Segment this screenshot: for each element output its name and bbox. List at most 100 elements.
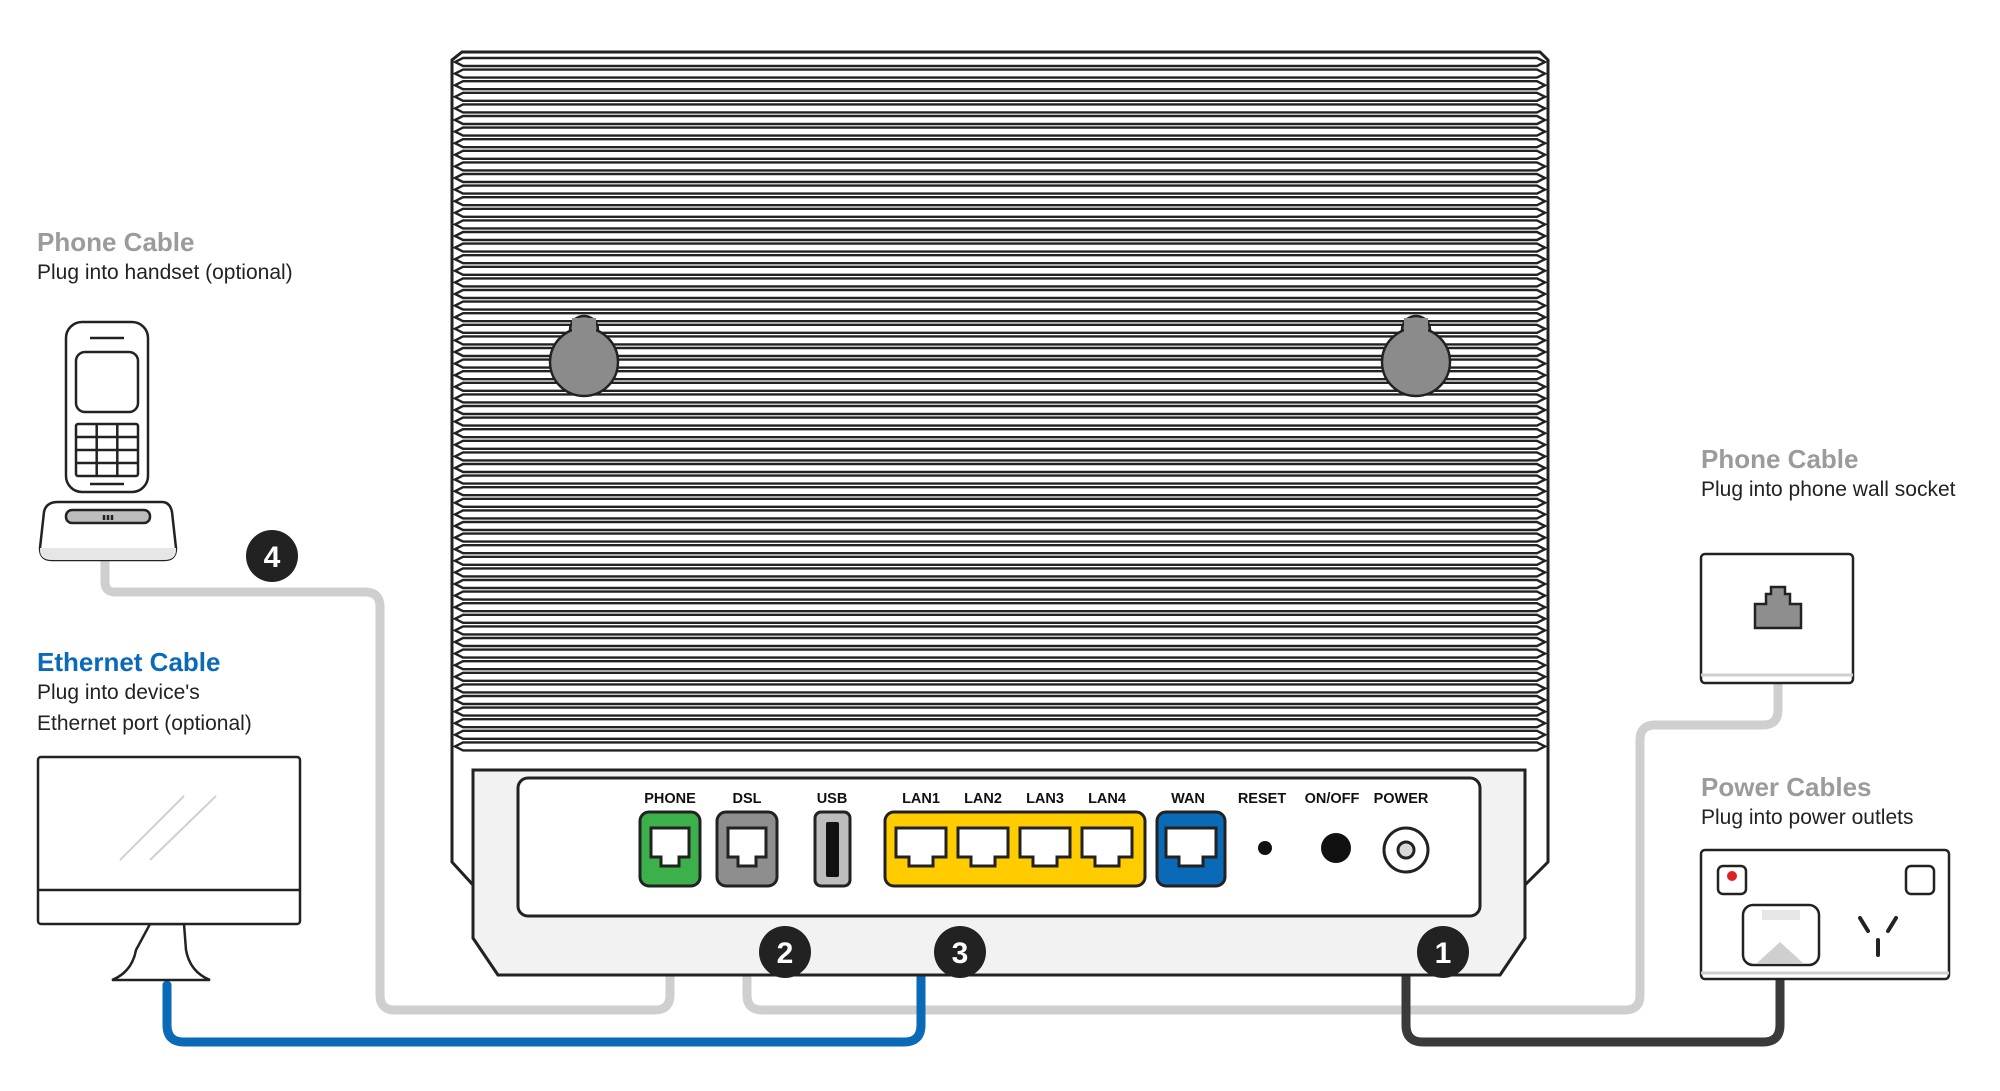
power-label: Power Cables Plug into power outlets — [1701, 772, 1913, 833]
phone-port — [638, 810, 702, 888]
router-fin — [452, 567, 1548, 578]
router-fin — [452, 300, 1548, 311]
router-fin — [452, 648, 1548, 659]
router-fin — [452, 462, 1548, 474]
step-badge-1: 1 — [1417, 926, 1469, 978]
router-fin — [452, 393, 1548, 404]
router-fin — [452, 265, 1548, 276]
router-fin — [452, 694, 1548, 706]
wall-mount-hole-left — [548, 314, 620, 398]
router-fin — [452, 370, 1548, 381]
ethernet-title: Ethernet Cable — [37, 647, 221, 677]
phone-wall-title: Phone Cable — [1701, 444, 1859, 474]
wan-port — [1155, 810, 1227, 888]
router-fin — [452, 196, 1548, 207]
phone-handset-subtitle: Plug into handset (optional) — [37, 261, 293, 284]
router-fin — [452, 358, 1548, 369]
port-label-phone: PHONE — [644, 791, 696, 807]
router-fin — [452, 254, 1548, 265]
router-fin — [452, 613, 1548, 624]
lan3-port — [1018, 826, 1072, 868]
router-fin — [452, 404, 1548, 416]
router-fin — [452, 486, 1548, 497]
router-fin — [452, 323, 1548, 334]
router-fin — [452, 636, 1548, 648]
router-fin — [452, 184, 1548, 195]
svg-text:4: 4 — [264, 541, 281, 574]
router-fin — [452, 428, 1548, 439]
router-fin — [452, 602, 1548, 613]
router-fin — [452, 683, 1548, 694]
computer-monitor-icon — [36, 755, 302, 982]
router-fin — [452, 416, 1548, 427]
dsl-wall-cable — [742, 625, 1783, 1015]
power-title: Power Cables — [1701, 772, 1872, 802]
svg-text:1: 1 — [1435, 937, 1452, 970]
ethernet-label: Ethernet Cable Plug into device's Ethern… — [37, 647, 252, 739]
router-fin — [452, 555, 1548, 566]
router-fin — [452, 544, 1548, 555]
router-fin — [452, 230, 1548, 242]
router-fin — [452, 497, 1548, 508]
router-fin — [452, 532, 1548, 543]
router-fin — [452, 729, 1548, 740]
cables — [100, 555, 1785, 1047]
phone-handset-title: Phone Cable — [37, 227, 195, 257]
svg-text:3: 3 — [952, 937, 969, 970]
lan4-port — [1080, 826, 1134, 868]
router-cooling-fins — [452, 56, 1548, 752]
router-fin — [452, 520, 1548, 532]
router-fin — [452, 381, 1548, 392]
router-fin — [452, 706, 1548, 717]
router-fin — [452, 68, 1548, 79]
power-switch-right — [1904, 864, 1936, 896]
router-fin — [452, 312, 1548, 323]
router-fin — [452, 346, 1548, 358]
ethernet-cable — [162, 843, 926, 1047]
router-fin — [452, 103, 1548, 114]
step-badge-3: 3 — [934, 926, 986, 978]
port-label-lan1: LAN1 — [902, 791, 940, 807]
router-fin — [452, 660, 1548, 671]
reset-pinhole — [1258, 841, 1272, 855]
router-fin — [452, 91, 1548, 102]
power-subtitle: Plug into power outlets — [1701, 806, 1914, 829]
router-fin — [452, 335, 1548, 346]
lan2-port — [956, 826, 1010, 868]
router-fin — [452, 56, 1548, 68]
port-label-wan: WAN — [1171, 791, 1205, 807]
port-label-reset: RESET — [1238, 791, 1286, 807]
router-fin — [452, 474, 1548, 485]
router-fin — [452, 509, 1548, 520]
router-fin — [452, 451, 1548, 462]
router-fin — [452, 439, 1548, 450]
router-fin — [452, 126, 1548, 137]
ethernet-subtitle-line2: Ethernet port (optional) — [37, 712, 252, 735]
port-label-lan3: LAN3 — [1026, 791, 1064, 807]
port-label-power: POWER — [1374, 791, 1429, 807]
port-label-lan4: LAN4 — [1088, 791, 1126, 807]
power-cable — [1401, 845, 1785, 1047]
lan1-port — [894, 826, 948, 868]
phone-wall-subtitle: Plug into phone wall socket — [1701, 478, 1956, 501]
on-off-button — [1321, 833, 1351, 863]
port-label-lan2: LAN2 — [964, 791, 1002, 807]
cordless-phone-icon — [38, 320, 178, 562]
dsl-port — [715, 810, 779, 888]
step-badge-4: 4 — [246, 530, 298, 582]
router-back-view: PHONE DSL USB LAN1 LAN2 LAN3 LAN4 WAN RE… — [450, 50, 1550, 977]
port-label-dsl: DSL — [733, 791, 762, 807]
power-outlet-icon — [1699, 848, 1951, 981]
router-fin — [452, 149, 1548, 160]
router-fin — [452, 671, 1548, 682]
step-badge-2: 2 — [759, 926, 811, 978]
router-fin — [452, 161, 1548, 172]
wall-mount-hole-right — [1380, 314, 1452, 398]
lan-port-block — [883, 810, 1147, 888]
router-fin — [452, 741, 1548, 752]
phone-handset-label: Phone Cable Plug into handset (optional) — [37, 227, 293, 288]
router-fin — [452, 242, 1548, 253]
router-fin — [452, 625, 1548, 636]
ethernet-subtitle-line1: Plug into device's — [37, 681, 200, 704]
